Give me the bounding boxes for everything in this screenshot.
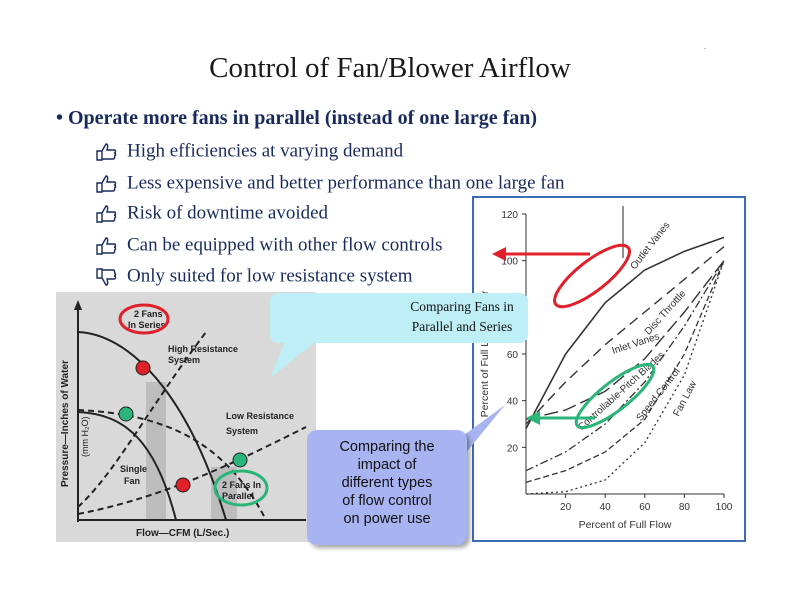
speed-control-highlight	[574, 362, 656, 430]
thumbs-up-icon	[96, 142, 117, 161]
chart-x-tick-label: 100	[716, 502, 733, 513]
main-bullet: • Operate more fans in parallel (instead…	[56, 107, 538, 129]
corner-mark: .	[704, 42, 706, 51]
sub-bullet: Less expensive and better performance th…	[94, 172, 565, 195]
label-fan: Fan	[124, 476, 140, 486]
thumbs-up-icon	[96, 204, 117, 223]
sub-bullet-text: High efficiencies at varying demand	[127, 140, 404, 162]
callout-bottom-line: of flow control	[342, 493, 432, 509]
chart-annotations	[492, 206, 656, 430]
label-in-series: In Series	[128, 320, 166, 330]
label-2-fans-in: 2 Fans In	[222, 480, 261, 490]
thumbs-up-icon	[96, 174, 117, 193]
sub-bullet-text: Less expensive and better performance th…	[127, 172, 565, 194]
chart-y-tick-label: 120	[501, 210, 518, 221]
sub-bullet: Only suited for low resistance system	[94, 265, 412, 288]
low-res-operating-point	[175, 477, 191, 493]
chart-y-tick-label: 60	[507, 350, 519, 361]
callout-bottom-line: Comparing the	[339, 439, 435, 455]
callout-bottom-line: different types	[341, 475, 433, 491]
chart-x-tick-label: 20	[560, 502, 572, 513]
chart-x-axis-label: Percent of Full Flow	[579, 519, 672, 531]
sub-bullet: Can be equipped with other flow controls	[94, 234, 443, 257]
chart-series-line	[525, 260, 725, 421]
high-resistance-curve	[77, 331, 207, 508]
callout-bottom-line: impact of	[357, 457, 417, 473]
label-single: Single	[120, 464, 147, 474]
red-arrow-head	[492, 247, 506, 261]
outlet-vanes-highlight	[553, 243, 631, 309]
series-operating-point	[135, 360, 151, 376]
parallel-operating-point	[232, 452, 248, 468]
left-y-label-units: (mm H₂O)	[80, 417, 90, 457]
callout-bottom-text: Comparing the impact of different types …	[322, 438, 452, 528]
chart-y-tick-label: 100	[501, 257, 518, 268]
callout-top-line2: Parallel and Series	[411, 319, 513, 334]
chart-x-tick-label: 80	[679, 502, 691, 513]
callout-top-text: Comparing Fans in Parallel and Series	[372, 297, 552, 337]
chart-x-tick-label: 40	[600, 502, 612, 513]
chart-series-line	[525, 236, 725, 430]
chart-series-line	[525, 246, 725, 425]
thumbs-down-icon	[96, 267, 117, 286]
left-y-label: Pressure—Inches of Water	[60, 360, 71, 487]
sub-bullet-text: Risk of downtime avoided	[127, 202, 329, 224]
label-parallel: Parallel	[222, 491, 254, 501]
low-resistance-curve	[77, 426, 307, 515]
sub-bullet: High efficiencies at varying demand	[94, 140, 403, 163]
callout-top-line1: Comparing Fans in	[410, 299, 514, 314]
thumbs-up-icon	[96, 236, 117, 255]
sub-bullet-text: Can be equipped with other flow controls	[127, 234, 443, 256]
chart-series-line	[525, 260, 725, 483]
sub-bullet: Risk of downtime avoided	[94, 202, 328, 225]
left-x-label: Flow—CFM (L/Sec.)	[136, 528, 229, 539]
callout-flow-control	[307, 430, 467, 545]
parallel-curve	[77, 409, 267, 521]
label-high-resistance: High Resistance	[168, 344, 238, 354]
label-low-resistance: Low Resistance	[226, 411, 294, 421]
label-low-resistance-system: System	[226, 426, 258, 436]
single-fan-curve	[77, 411, 177, 521]
single-operating-point	[118, 406, 134, 422]
series-curve	[77, 331, 227, 521]
chart-y-tick-label: 20	[507, 443, 519, 454]
series-highlight-ellipse	[118, 303, 170, 335]
sub-bullet-text: Only suited for low resistance system	[127, 265, 413, 287]
slide-title: Control of Fan/Blower Airflow	[209, 52, 571, 84]
callout-bottom-line: on power use	[343, 511, 431, 527]
parallel-highlight-ellipse	[213, 469, 269, 507]
chart-y-tick-label: 40	[507, 397, 519, 408]
callout-top-pointer	[270, 330, 330, 378]
label-high-resistance-system: System	[168, 355, 200, 365]
chart-x-tick-label: 60	[639, 502, 651, 513]
green-arrow-head	[526, 411, 540, 425]
label-2-fans: 2 Fans	[134, 309, 163, 319]
